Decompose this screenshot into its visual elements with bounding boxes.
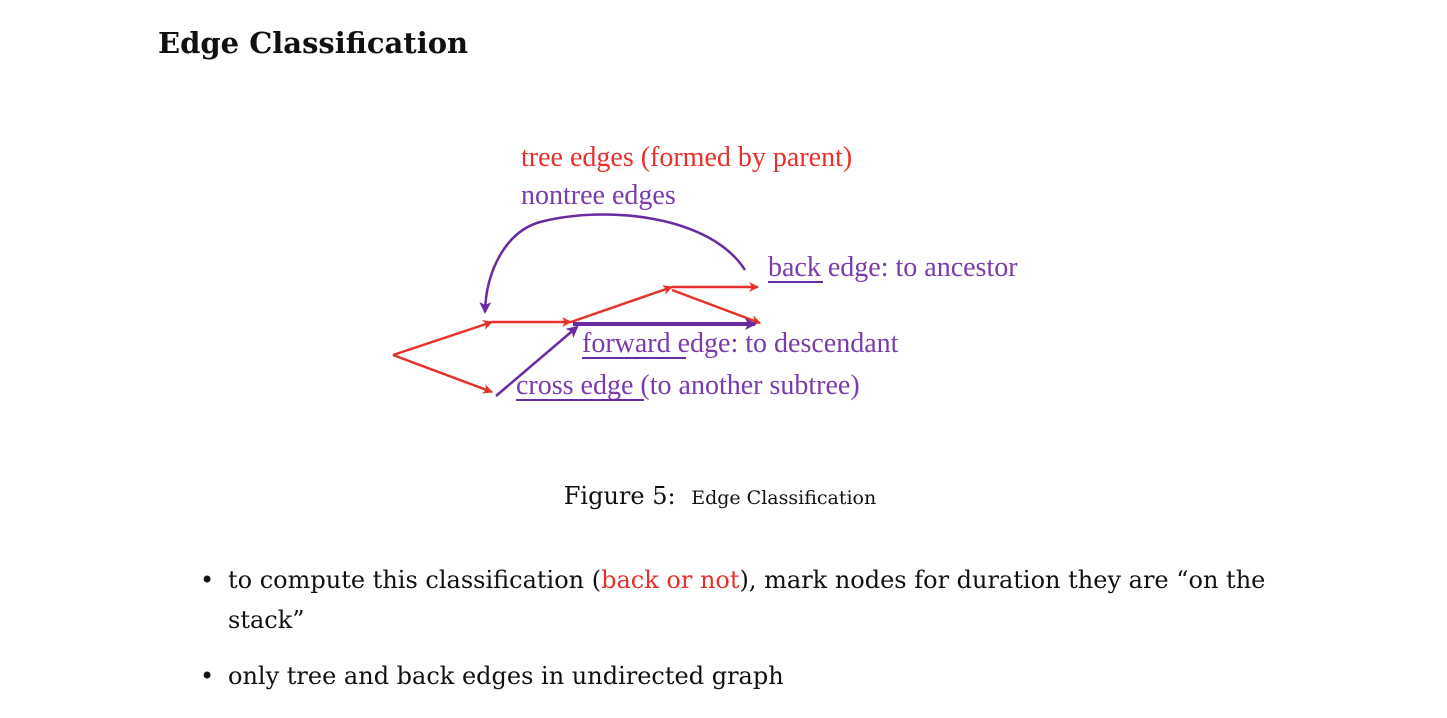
nontree-edges: [479, 213, 757, 397]
figure-number: Figure 5:: [563, 482, 676, 510]
tree-edge-d-to-f: [671, 288, 761, 325]
figure-caption-text: Edge Classification: [691, 487, 877, 509]
legend-nontree-edges: nontree edges: [521, 180, 676, 211]
back-edge-label: back edge: to ancestor: [768, 252, 1018, 283]
bullet-2-text: only tree and back edges in undirected g…: [228, 662, 784, 690]
cross-rest: (to another subtree): [633, 370, 859, 401]
back-word: back: [768, 252, 821, 283]
tree-edge-root-to-c: [392, 353, 493, 394]
figure-caption: Figure 5: Edge Classification: [0, 482, 1440, 510]
bullet-marker: •: [200, 566, 215, 594]
forward-word: forward: [582, 328, 678, 359]
back-edge-arrow: [479, 213, 747, 314]
bullet-list: • to compute this classification (back o…: [200, 560, 1300, 712]
forward-edge-label: forward edge: to descendant: [582, 328, 899, 359]
legend-tree-edges: tree edges (formed by parent): [521, 142, 852, 173]
cross-word: cross edge: [516, 370, 633, 401]
tree-edge-root-to-a: [392, 320, 493, 357]
bullet-1-post: ), mark nodes for duration they are “on …: [228, 566, 1266, 634]
tree-edges: [392, 282, 761, 394]
back-rest: edge: to ancestor: [821, 252, 1018, 283]
bullet-1-highlight: back or not: [601, 566, 740, 594]
forward-rest: edge: to descendant: [678, 328, 899, 359]
bullet-item: • to compute this classification (back o…: [200, 560, 1300, 640]
tree-edge-b-to-d: [570, 285, 673, 324]
section-heading: Edge Classification: [158, 26, 469, 60]
cross-edge-arrow: [495, 325, 579, 397]
bullet-1-pre: to compute this classification (: [228, 566, 602, 594]
bullet-item: • only tree and back edges in undirected…: [200, 656, 1300, 696]
bullet-marker: •: [200, 662, 215, 690]
cross-edge-label: cross edge (to another subtree): [516, 370, 860, 401]
